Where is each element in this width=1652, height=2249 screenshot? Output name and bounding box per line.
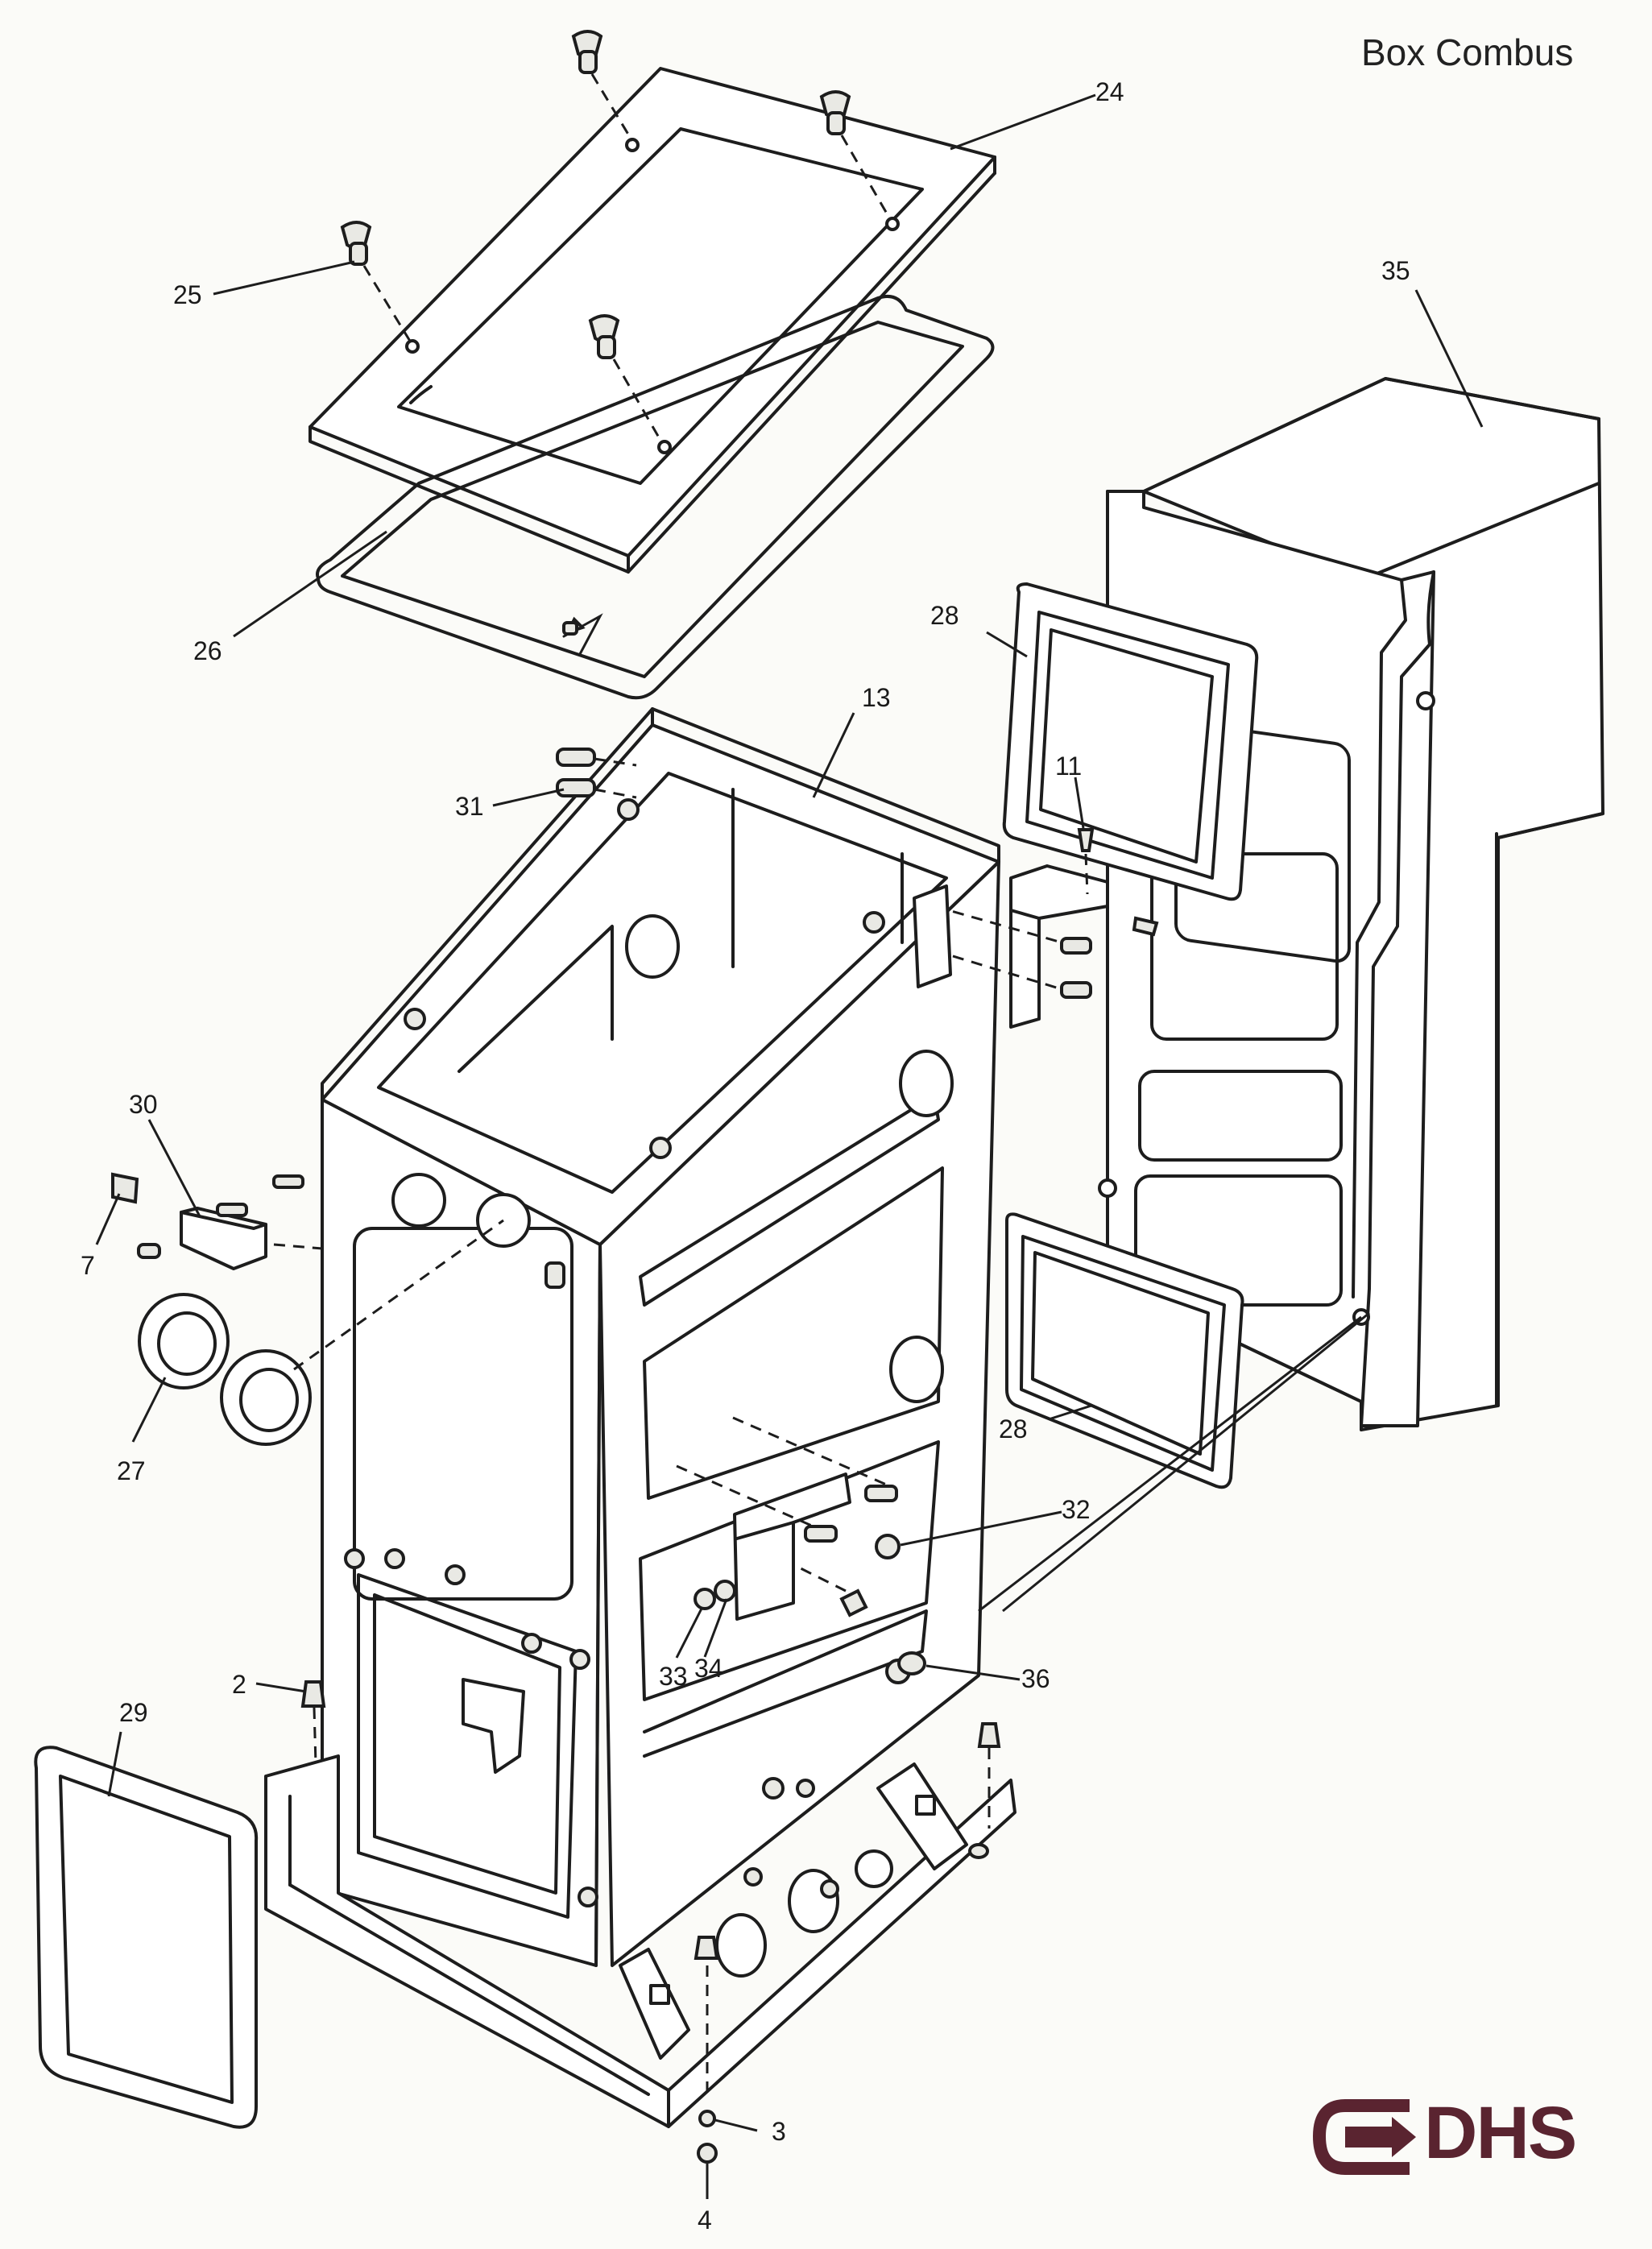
part-26-lid-gasket [316, 294, 995, 700]
part-24-top-lid [308, 67, 996, 574]
callout-30: 30 [129, 1090, 158, 1119]
callout-29: 29 [119, 1698, 148, 1727]
part-25-fasteners [340, 30, 892, 444]
part-32-34-burner-assembly [676, 1416, 926, 1675]
part-2-3-4-hardware [300, 1680, 1001, 2164]
callout-31: 31 [455, 792, 484, 821]
page-title: Box Combus [1361, 31, 1574, 73]
callout-24: 24 [1095, 77, 1124, 106]
callout-32: 32 [1062, 1495, 1091, 1524]
part-13-combustion-box [264, 707, 1016, 2128]
callout-7: 7 [81, 1251, 95, 1280]
callout-3: 3 [772, 2117, 786, 2146]
part-28-gasket-lower [1005, 1212, 1244, 1489]
callout-36: 36 [1021, 1664, 1050, 1693]
callout-34: 34 [694, 1654, 723, 1683]
callout-11: 11 [1055, 752, 1083, 781]
part-29-door-gasket [34, 1746, 259, 2129]
callout-26: 26 [193, 636, 222, 665]
part-31-screws [556, 748, 637, 799]
callout-25: 25 [173, 280, 202, 309]
callout-13: 13 [862, 683, 891, 712]
callout-28-lower: 28 [999, 1414, 1028, 1443]
dhs-logo: DHS [1313, 2094, 1619, 2183]
callout-4: 4 [698, 2206, 712, 2235]
part-30-bracket [111, 1172, 323, 1270]
part-28-gasket-upper [1002, 582, 1259, 901]
callout-33: 33 [659, 1662, 688, 1691]
leader-lines [95, 93, 1484, 2199]
callout-35: 35 [1381, 256, 1410, 285]
part-27-rings [138, 1219, 504, 1446]
part-11-bracket [913, 828, 1159, 1029]
brand-name: DHS [1424, 2092, 1577, 2174]
dhs-logo-mark-icon [1313, 2099, 1416, 2175]
callout-28-upper: 28 [930, 601, 959, 630]
callout-2: 2 [232, 1670, 246, 1699]
callout-27: 27 [117, 1456, 146, 1485]
